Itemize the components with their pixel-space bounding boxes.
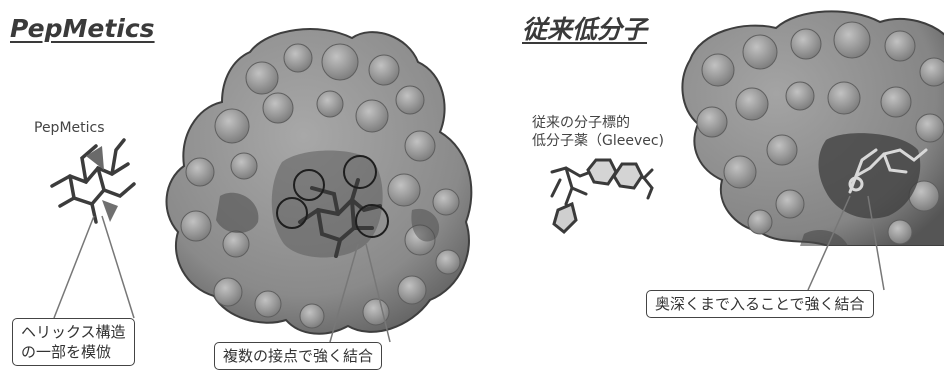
callout-leader-lines — [53, 195, 885, 343]
pepmetics-molecule — [50, 138, 136, 224]
leader-line-contacts-right — [365, 243, 391, 343]
contact-point-circles — [276, 155, 389, 238]
gleevec-label-line-2: 低分子薬（Gleevec) — [532, 133, 665, 149]
leader-line-deep-left — [807, 195, 851, 291]
gleevec-molecule-label: 従来の分子標的 低分子薬（Gleevec) — [532, 114, 664, 150]
protein-surface-left — [165, 28, 473, 335]
leader-line-contacts-left — [329, 243, 359, 343]
contact-circle — [293, 169, 325, 201]
heading-conventional-small-molecule: 従来低分子 — [522, 15, 648, 44]
pepmetics-molecule-label: PepMetics — [34, 120, 105, 136]
leader-line-helix-left — [53, 215, 95, 319]
contact-circle — [276, 197, 308, 229]
contact-circle — [343, 155, 377, 189]
leader-line-helix-right — [101, 215, 135, 319]
heading-pepmetics: PepMetics — [10, 14, 155, 43]
callout-helix-mimic: ヘリックス構造 の一部を模倣 — [12, 318, 135, 366]
gleevec-label-line-1: 従来の分子標的 — [532, 115, 630, 131]
contact-circle — [355, 204, 389, 238]
leader-line-deep-right — [867, 195, 885, 291]
protein-surface-right — [681, 10, 944, 246]
callout-helix-line-2: の一部を模倣 — [21, 343, 112, 361]
bound-pepmetics-molecule — [298, 178, 382, 258]
gleevec-molecule — [550, 158, 654, 235]
callout-multiple-contacts: 複数の接点で強く結合 — [214, 342, 383, 370]
callout-helix-line-1: ヘリックス構造 — [21, 323, 126, 341]
callout-deep-binding: 奥深くまで入ることで強く結合 — [646, 290, 874, 318]
bound-gleevec-molecule — [848, 148, 928, 194]
